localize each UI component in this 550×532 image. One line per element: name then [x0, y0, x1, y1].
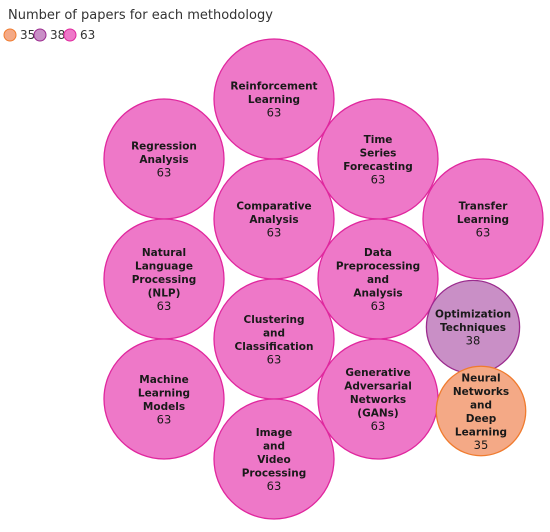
bubble-label-line: Networks — [350, 394, 406, 406]
bubble-label-line: and — [367, 274, 389, 286]
bubble-value: 63 — [157, 166, 172, 180]
bubble-label-line: Processing — [132, 274, 197, 286]
bubble-value: 63 — [371, 172, 386, 186]
bubble-label-line: Transfer — [459, 201, 509, 213]
bubble-label-line: Networks — [453, 386, 509, 398]
legend: 35 38 63 — [3, 28, 95, 42]
bubble-label-line: Learning — [457, 214, 509, 226]
bubble-label-line: Adversarial — [344, 381, 412, 393]
bubble-label-line: Analysis — [139, 154, 188, 166]
bubble-label-line: Data — [364, 247, 392, 259]
bubble-label-line: Image — [256, 427, 293, 439]
legend-label-35: 35 — [20, 28, 35, 42]
bubble-label-line: Language — [135, 261, 193, 273]
bubble-label-line: Reinforcement — [230, 81, 317, 93]
bubble-label-line: and — [263, 441, 285, 453]
bubble-label-line: Classification — [235, 341, 314, 353]
bubble-label-line: Forecasting — [343, 161, 412, 173]
bubble-value: 63 — [371, 419, 386, 433]
bubble-value: 63 — [157, 299, 172, 313]
bubble-label-line: Techniques — [440, 322, 506, 334]
bubble-value: 38 — [466, 334, 481, 348]
bubble-label-line: Video — [257, 454, 290, 466]
bubble-label-line: Machine — [139, 374, 188, 386]
bubble-label-line: Preprocessing — [336, 261, 420, 273]
bubble-label-line: Optimization — [435, 309, 511, 321]
bubble-circle — [435, 365, 527, 457]
bubble-value: 63 — [371, 299, 386, 313]
bubble-label-line: Natural — [142, 247, 186, 259]
bubble-value: 35 — [474, 438, 489, 452]
bubble-label-line: Neural — [461, 372, 500, 384]
bubble-label-line: Models — [143, 401, 185, 413]
bubble-label-line: Generative — [345, 367, 410, 379]
bubble-label-line: Analysis — [353, 288, 402, 300]
legend-label-63: 63 — [80, 28, 95, 42]
bubble-value: 63 — [157, 412, 172, 426]
bubble-label-line: Clustering — [244, 314, 305, 326]
bubble-label-line: Deep — [466, 413, 497, 425]
legend-swatch-38 — [33, 28, 47, 42]
legend-swatch-35 — [3, 28, 17, 42]
bubble-label-line: Regression — [131, 141, 197, 153]
bubble-label-line: Analysis — [249, 214, 298, 226]
bubble-value: 63 — [267, 106, 282, 120]
bubble-circle — [103, 338, 225, 460]
bubble-circle — [213, 398, 335, 520]
bubble-label-line: Series — [360, 147, 397, 159]
bubble-label-line: and — [263, 327, 285, 339]
bubble-label-line: Time — [364, 134, 393, 146]
bubble-label-line: and — [470, 399, 492, 411]
bubble-label-line: Learning — [248, 94, 300, 106]
legend-label-38: 38 — [50, 28, 65, 42]
bubble-label-line: (GANs) — [357, 408, 398, 420]
bubble-value: 63 — [267, 226, 282, 240]
bubble-value: 63 — [267, 479, 282, 493]
bubble-label-line: Processing — [242, 468, 307, 480]
bubble-label-line: Learning — [138, 387, 190, 399]
bubble-value: 63 — [267, 352, 282, 366]
bubble-value: 63 — [476, 226, 491, 240]
bubble-label-line: (NLP) — [148, 288, 181, 300]
bubbles-group: ReinforcementLearning63RegressionAnalysi… — [103, 38, 544, 520]
bubble-label-line: Comparative — [236, 201, 311, 213]
chart-title: Number of papers for each methodology — [8, 8, 273, 23]
legend-swatch-63 — [63, 28, 77, 42]
bubble-circle — [422, 158, 544, 280]
bubble-label-line: Learning — [455, 426, 507, 438]
